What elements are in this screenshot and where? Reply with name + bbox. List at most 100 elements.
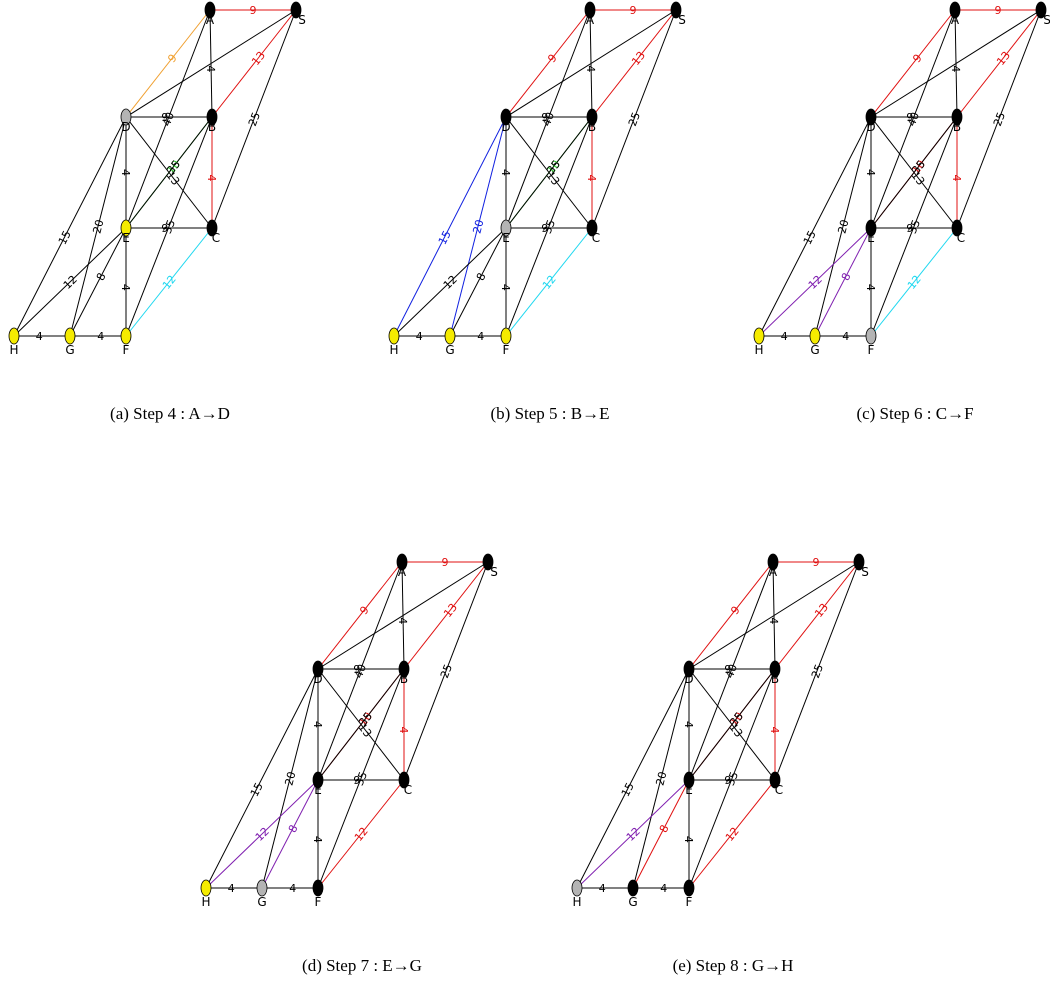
node-marker [200,879,212,897]
node-label: H [389,343,398,357]
node-e: E [500,219,512,245]
node-e: E [120,219,132,245]
node-c: C [951,219,965,245]
node-d: D [865,108,877,134]
edge-weight-label: 4 [311,836,324,843]
edges [576,561,860,889]
node-label: G [257,895,266,909]
edge-weight-label: 20 [653,770,669,787]
node-marker [571,879,583,897]
node-label: E [685,783,693,797]
edge-weight-label: 8 [94,271,109,283]
node-label: G [65,343,74,357]
edge-weight-label: 13 [249,49,268,68]
node-marker [627,879,639,897]
edge-weight-label: 4 [228,882,235,895]
step-caption: (a) Step 4 : A→D [110,404,230,423]
edge-weight-label: 15 [248,780,266,798]
edge-weight-label: 20 [835,218,851,235]
edge-weight-label: 20 [470,218,486,235]
edge-c-f [505,227,593,337]
node-label: G [445,343,454,357]
edge-e-g [261,779,319,889]
node-label: S [1043,13,1050,27]
node-marker [388,327,400,345]
edge-s-d [870,9,1042,118]
edge-e-g [69,227,127,337]
node-label: D [121,120,130,134]
edge-weight-label: 8 [286,823,301,835]
edge-weight-label: 4 [781,330,788,343]
node-f: F [865,327,877,357]
edge-weight-label: 35 [353,770,370,788]
edge-weight-label: 13 [441,601,460,620]
node-marker [500,219,512,237]
node-label: F [315,895,322,909]
edge-weight-label: 9 [724,663,731,676]
node-marker [853,553,865,571]
node-label: F [868,343,875,357]
node-s: S [290,1,306,27]
node-f: F [120,327,132,357]
node-label: C [592,231,600,245]
edge-a-e [317,561,403,781]
node-label: E [314,783,322,797]
node-marker [256,879,268,897]
node-marker [206,108,218,126]
edge-weight-label: 13 [994,49,1013,68]
edge-weight-label: 4 [682,836,695,843]
node-marker [951,108,963,126]
edge-weight-label: 8 [474,271,489,283]
node-marker [1035,1,1047,19]
edge-weight-label: 8 [657,823,672,835]
edge-weight-label: 9 [906,111,913,124]
edge-weight-label: 4 [289,882,296,895]
edge-weight-label: 4 [397,727,410,734]
node-d: D [120,108,132,134]
node-g: G [809,327,821,357]
node-marker [312,879,324,897]
edge-weight-label: 12 [723,825,742,844]
edge-weight-label: 4 [949,65,962,72]
step-caption: (e) Step 8 : G→H [672,956,794,975]
node-marker [396,553,408,571]
edge-a-e [688,561,774,781]
node-label: B [953,120,961,134]
node-label: F [123,343,130,357]
edge-weight-label: 40 [160,110,177,128]
node-label: G [628,895,637,909]
node-e: E [683,771,695,797]
edge-weight-label: 20 [90,218,106,235]
edge-weight-label: 4 [767,617,780,624]
edge-weight-label: 4 [36,330,43,343]
node-label: S [490,565,498,579]
node-b: B [769,660,781,686]
edge-weight-label: 12 [160,273,179,292]
node-marker [584,1,596,19]
node-label: C [212,231,220,245]
node-marker [670,1,682,19]
node-marker [120,219,132,237]
edge-weight-label: 9 [813,556,820,569]
node-a: A [204,1,216,27]
node-d: D [500,108,512,134]
node-e: E [312,771,324,797]
edges [758,9,1042,337]
edge-weight-label: 9 [545,52,560,66]
node-s: S [1035,1,1050,27]
node-marker [769,660,781,678]
node-b: B [586,108,598,134]
node-marker [683,660,695,678]
edge-a-e [870,9,956,229]
edge-weight-label: 4 [119,169,132,176]
